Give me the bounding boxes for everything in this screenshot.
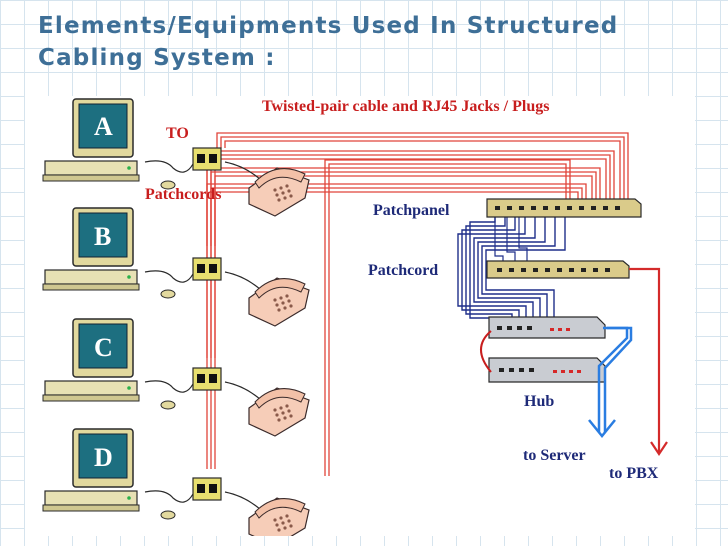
- workstation-a-letter: A: [94, 112, 113, 141]
- pbx-label: to PBX: [609, 465, 659, 482]
- patchpanel-crossover: [494, 214, 528, 264]
- workstation-c: C: [42, 318, 176, 410]
- to-label: TO: [166, 125, 189, 142]
- twisted-pair-bundle-e: [324, 159, 571, 476]
- telephone-b: [248, 277, 310, 327]
- workstation-a: A: [42, 98, 176, 190]
- server-link: [588, 326, 633, 438]
- hub-device-bottom: [488, 357, 606, 383]
- hub-crossover-cable: [480, 330, 492, 373]
- telecom-outlet-b: [192, 257, 222, 281]
- server-label: to Server: [523, 447, 586, 464]
- workstation-d-letter: D: [94, 443, 113, 472]
- telephone-d: [248, 497, 310, 546]
- patchpanel-label: Patchpanel: [373, 202, 450, 219]
- patchcords-label: Patchcords: [145, 186, 221, 203]
- patchcord-panel-device: [486, 260, 630, 279]
- workstation-c-letter: C: [94, 333, 113, 362]
- workstation-b-letter: B: [94, 222, 111, 251]
- slide-title-line-1: Elements/Equipments Used In Structured: [38, 13, 619, 39]
- telecom-outlet-a: [192, 147, 222, 171]
- slide-title-line-2: Cabling System :: [38, 45, 276, 71]
- workstation-d: D: [42, 428, 176, 520]
- telecom-outlet-d: [192, 477, 222, 501]
- patchcord-cables: [144, 160, 262, 511]
- patchpanel-device: [486, 198, 642, 218]
- twisted-pair-bundle-a: [216, 132, 629, 200]
- slide-title: Elements/Equipments Used In Structured C…: [38, 10, 618, 74]
- pbx-link: [629, 267, 668, 456]
- twisted-pair-bundle-d: [206, 183, 587, 469]
- workstation-b: B: [42, 207, 176, 299]
- telephone-a: [248, 167, 310, 217]
- cable-label: Twisted-pair cable and RJ45 Jacks / Plug…: [262, 98, 549, 115]
- telephone-c: [248, 387, 310, 437]
- telecom-outlet-c: [192, 367, 222, 391]
- hub-label: Hub: [524, 393, 554, 410]
- cabling-diagram: Twisted-pair cable and RJ45 Jacks / Plug…: [25, 96, 695, 546]
- hub-device-top: [488, 316, 606, 339]
- patchcord-label: Patchcord: [368, 262, 438, 279]
